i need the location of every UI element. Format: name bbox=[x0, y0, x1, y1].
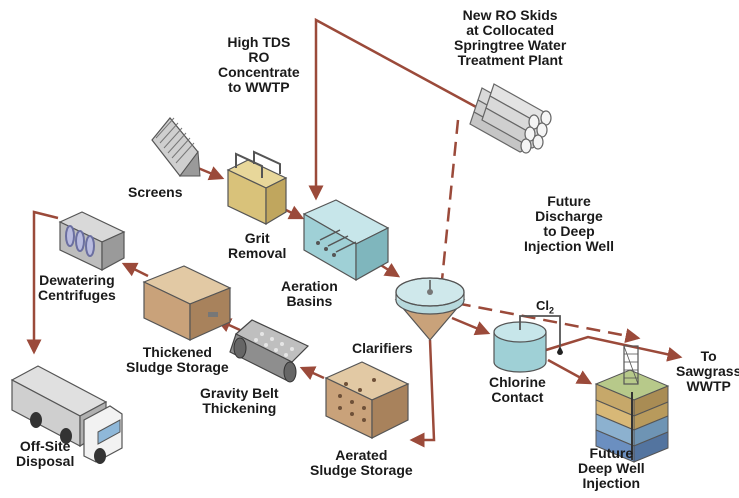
label-screens: Screens bbox=[128, 185, 182, 200]
flow-centrifuge-to-disposal bbox=[26, 210, 59, 355]
label-line: Discharge bbox=[535, 208, 603, 224]
label-line: Sludge Storage bbox=[310, 462, 413, 478]
label-line: Injection Well bbox=[524, 238, 614, 254]
flow-ro-concentrate bbox=[308, 17, 479, 201]
label-line: Clarifiers bbox=[352, 340, 413, 356]
label-line: to Deep bbox=[543, 223, 595, 239]
label-line: Thickened bbox=[142, 344, 212, 360]
deep-well-icon bbox=[594, 345, 670, 463]
label-line: Gravity Belt bbox=[200, 385, 279, 401]
label-line: Disposal bbox=[16, 453, 75, 469]
label-line: Thickening bbox=[202, 400, 277, 416]
label-line: Springtree Water bbox=[454, 37, 567, 53]
aeration-basins-icon bbox=[302, 199, 390, 282]
label-line: Basins bbox=[286, 293, 333, 309]
grit-removal-icon bbox=[226, 150, 288, 226]
centrifuge-icon bbox=[58, 211, 126, 272]
ro-skids-icon bbox=[469, 83, 552, 154]
label-line: High TDS bbox=[227, 34, 291, 50]
label-line: To bbox=[700, 348, 717, 364]
label-line: at Collocated bbox=[466, 22, 555, 38]
label-line: Future bbox=[547, 193, 591, 209]
flow-aerated-to-gbt bbox=[299, 366, 325, 381]
flow-clarifier-to-aerated-sludge bbox=[409, 339, 436, 448]
label-line: Dewatering bbox=[39, 272, 115, 288]
label-line: Chlorine bbox=[489, 374, 546, 390]
label-line: Deep Well bbox=[578, 460, 645, 476]
label-line: Injection bbox=[582, 475, 641, 491]
truck-icon bbox=[10, 365, 123, 464]
flow-screens-to-grit bbox=[197, 166, 225, 181]
label-line: Contact bbox=[491, 389, 544, 405]
label-line: Concentrate bbox=[218, 64, 300, 80]
clarifier-icon bbox=[394, 277, 466, 341]
flow-thickened-to-centrifuge bbox=[121, 262, 149, 278]
thickened-sludge-storage-icon bbox=[142, 265, 232, 341]
label-line: Off-Site bbox=[19, 438, 71, 454]
label-line: Treatment Plant bbox=[457, 52, 563, 68]
flow-clarifier-to-chlorine bbox=[451, 316, 491, 336]
label-line: Removal bbox=[228, 245, 287, 261]
aerated-sludge-storage-icon bbox=[324, 361, 410, 439]
label-line: Screens bbox=[128, 184, 183, 200]
flow-chlorine-to-sawgrass bbox=[545, 335, 683, 362]
label-line: Sludge Storage bbox=[126, 359, 229, 375]
label-line: Centrifuges bbox=[38, 287, 116, 303]
screens-icon bbox=[151, 117, 201, 177]
flow-chlorine-to-deepwell bbox=[547, 358, 593, 385]
label-chlorine-symbol: Cl2 bbox=[536, 298, 555, 316]
gravity-belt-icon bbox=[229, 319, 310, 383]
label-line: WWTP bbox=[686, 378, 731, 394]
label-line: to WWTP bbox=[228, 79, 290, 95]
label-line: Sawgrass bbox=[676, 363, 739, 379]
label-line: Aeration bbox=[281, 278, 338, 294]
label-line: RO bbox=[248, 49, 270, 65]
label-line: Grit bbox=[244, 230, 270, 246]
label-line: Future bbox=[589, 445, 634, 461]
chlorine-contact-icon bbox=[493, 315, 563, 373]
label-clarifiers: Clarifiers bbox=[352, 341, 413, 356]
label-line: New RO Skids bbox=[462, 7, 558, 23]
label-line: Aerated bbox=[335, 447, 388, 463]
